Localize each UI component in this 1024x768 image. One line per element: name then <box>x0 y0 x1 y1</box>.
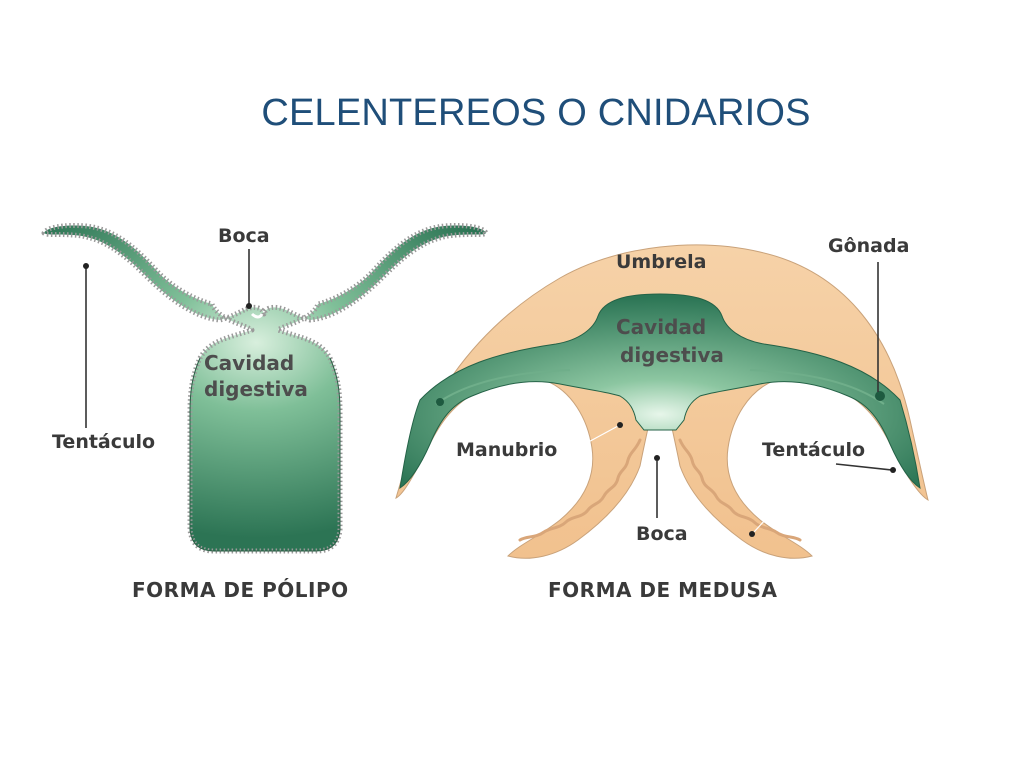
polyp-mouth-label: Boca <box>218 225 270 247</box>
polyp-tentacle-dot <box>83 263 89 269</box>
gonad-spot-left <box>436 398 444 406</box>
medusa-tentacle-label: Tentáculo <box>762 439 865 461</box>
medusa-tentacle-dot <box>890 467 896 473</box>
medusa-figure: Umbrela Cavidad digestiva Gônada Manubri… <box>395 235 929 602</box>
medusa-scallops-right <box>678 438 802 542</box>
polyp-figure: Boca Tentáculo Cavidad digestiva FORMA D… <box>41 223 489 602</box>
medusa-manubrium-dot <box>617 422 623 428</box>
medusa-manubrium-label: Manubrio <box>456 439 557 461</box>
medusa-mouth-dot <box>654 455 660 461</box>
polyp-caption: FORMA DE PÓLIPO <box>132 578 349 602</box>
polyp-cavity-label-1: Cavidad <box>204 351 294 375</box>
medusa-manubrium-leader <box>569 425 619 453</box>
medusa-cavity <box>399 293 921 490</box>
medusa-tentacle-leader-2 <box>753 481 801 533</box>
polyp-mouth <box>250 312 264 319</box>
slide-title: CELENTEREOS O CNIDARIOS <box>261 92 811 134</box>
medusa-canal-line <box>435 369 571 405</box>
medusa-tentacle-dot-2 <box>749 531 755 537</box>
polyp-inner-line <box>189 357 341 552</box>
medusa-umbrella-label: Umbrela <box>616 251 706 273</box>
polyp-mouth-dot <box>246 303 252 309</box>
gonad-spot <box>875 391 885 401</box>
polyp-silhouette <box>41 223 489 554</box>
medusa-mouth-label: Boca <box>636 523 688 545</box>
medusa-cavity-label-1: Cavidad <box>616 315 706 339</box>
medusa-canal-line-right <box>749 369 885 405</box>
polyp-tentacle-label: Tentáculo <box>52 431 155 453</box>
polyp-cavity-label-2: digestiva <box>204 377 308 401</box>
medusa-gonad-label: Gônada <box>828 235 909 257</box>
medusa-scallops-left <box>518 438 642 542</box>
medusa-caption: FORMA DE MEDUSA <box>548 578 777 602</box>
medusa-cavity-label-2: digestiva <box>620 343 724 367</box>
medusa-tentacle-leader <box>835 463 893 471</box>
